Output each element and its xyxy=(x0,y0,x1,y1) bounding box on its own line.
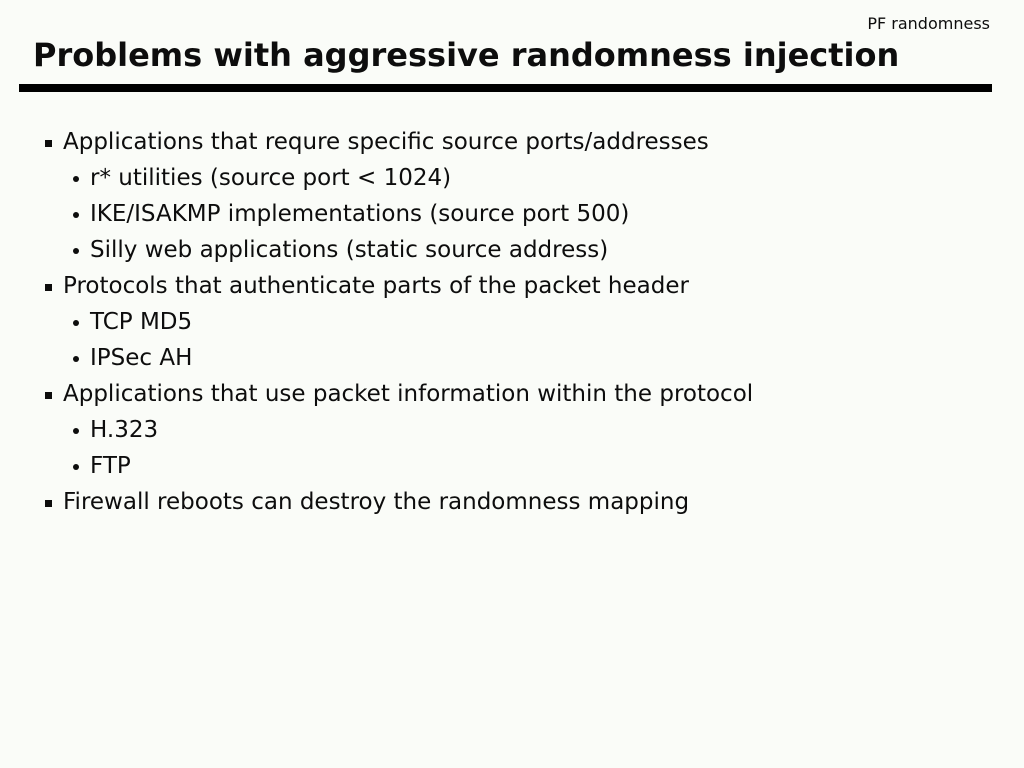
bullet-dot-icon xyxy=(73,212,79,218)
bullet-text: r* utilities (source port < 1024) xyxy=(90,165,452,191)
bullet-text: IPSec AH xyxy=(90,345,193,371)
bullet-text: Firewall reboots can destroy the randomn… xyxy=(63,489,690,515)
bullet-square-icon xyxy=(45,499,52,507)
bullet-item: Firewall reboots can destroy the randomn… xyxy=(40,484,990,520)
bullet-square-icon xyxy=(45,139,52,147)
bullet-item: H.323 xyxy=(40,412,990,448)
bullet-text: Applications that use packet information… xyxy=(63,381,754,407)
bullet-text: Applications that requre specific source… xyxy=(63,129,709,155)
bullet-dot-icon xyxy=(73,176,79,182)
bullet-item: FTP xyxy=(40,448,990,484)
bullet-dot-icon xyxy=(73,320,79,326)
bullet-text: IKE/ISAKMP implementations (source port … xyxy=(90,201,630,227)
title-underline xyxy=(19,84,992,92)
bullet-dot-icon xyxy=(73,248,79,254)
bullet-text: Silly web applications (static source ad… xyxy=(90,237,609,263)
bullet-list: Applications that requre specific source… xyxy=(40,124,990,520)
slide-title: Problems with aggressive randomness inje… xyxy=(33,36,900,74)
bullet-item: Applications that requre specific source… xyxy=(40,124,990,160)
bullet-square-icon xyxy=(45,391,52,399)
bullet-text: TCP MD5 xyxy=(90,309,193,335)
bullet-text: FTP xyxy=(90,453,131,479)
bullet-item: Applications that use packet information… xyxy=(40,376,990,412)
bullet-item: IPSec AH xyxy=(40,340,990,376)
slide-corner-label: PF randomness xyxy=(867,14,990,33)
bullet-item: r* utilities (source port < 1024) xyxy=(40,160,990,196)
bullet-item: IKE/ISAKMP implementations (source port … xyxy=(40,196,990,232)
bullet-dot-icon xyxy=(73,428,79,434)
bullet-item: Silly web applications (static source ad… xyxy=(40,232,990,268)
bullet-dot-icon xyxy=(73,356,79,362)
bullet-item: Protocols that authenticate parts of the… xyxy=(40,268,990,304)
bullet-square-icon xyxy=(45,283,52,291)
bullet-dot-icon xyxy=(73,464,79,470)
bullet-item: TCP MD5 xyxy=(40,304,990,340)
bullet-text: H.323 xyxy=(90,417,159,443)
bullet-text: Protocols that authenticate parts of the… xyxy=(63,273,689,299)
